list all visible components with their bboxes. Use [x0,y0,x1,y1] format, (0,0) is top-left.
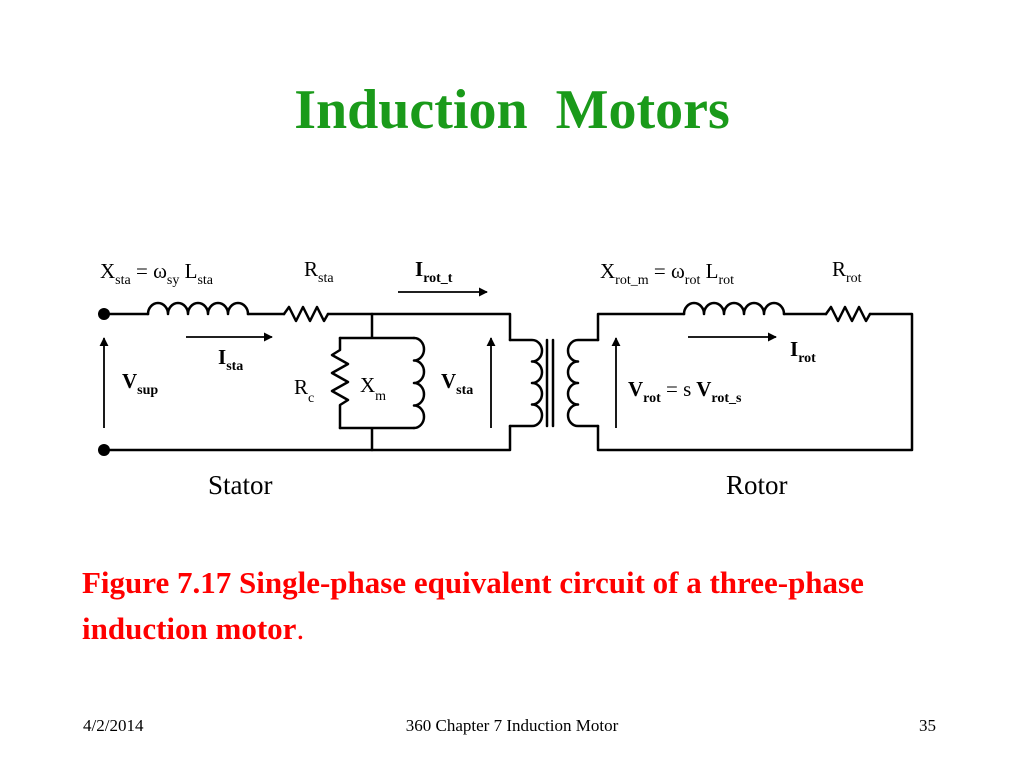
footer-date: 4/2/2014 [83,716,144,735]
xm-inductor [412,336,426,430]
stator-inductor [146,301,250,316]
r-rot-label: Rrot [832,257,862,286]
transformer-core [545,338,555,428]
footer-chapter: 360 Chapter 7 Induction Motor [405,716,619,735]
rotor-resistor [824,305,872,323]
transformer-primary [508,338,544,428]
x-rot-label: Xrot_m = ωrot Lrot [600,259,734,288]
footer-page-number: 35 [919,716,936,735]
stator-label: Stator [208,470,273,500]
rotor-inductor [682,301,786,316]
rc-resistor [330,336,350,430]
i-rot-t-label: Irot_t [415,257,453,286]
transformer-secondary [566,338,600,428]
slide-title: Induction Motors [294,79,730,141]
x-sta-label: Xsta = ωsy Lsta [100,259,214,288]
xm-label: Xm [360,373,386,404]
i-sta-label: Ista [218,345,243,374]
v-rot-label: Vrot = s Vrot_s [628,377,742,406]
caption-period: . [296,611,305,646]
r-sta-label: Rsta [304,257,334,286]
stator-bottom-wire [102,424,512,452]
v-sup-label: Vsup [122,369,158,398]
terminal-bottom [98,444,110,456]
i-rot-label: Irot [790,337,816,366]
rc-label: Rc [294,375,314,406]
caption-text: Figure 7.17 Single-phase equivalent circ… [82,565,864,646]
terminal-top [98,308,110,320]
v-sta-label: Vsta [441,369,473,398]
rotor-top-wire [596,312,686,342]
stator-resistor [282,305,330,323]
rotor-label: Rotor [726,470,788,500]
figure-caption: Figure 7.17 Single-phase equivalent circ… [82,560,962,652]
